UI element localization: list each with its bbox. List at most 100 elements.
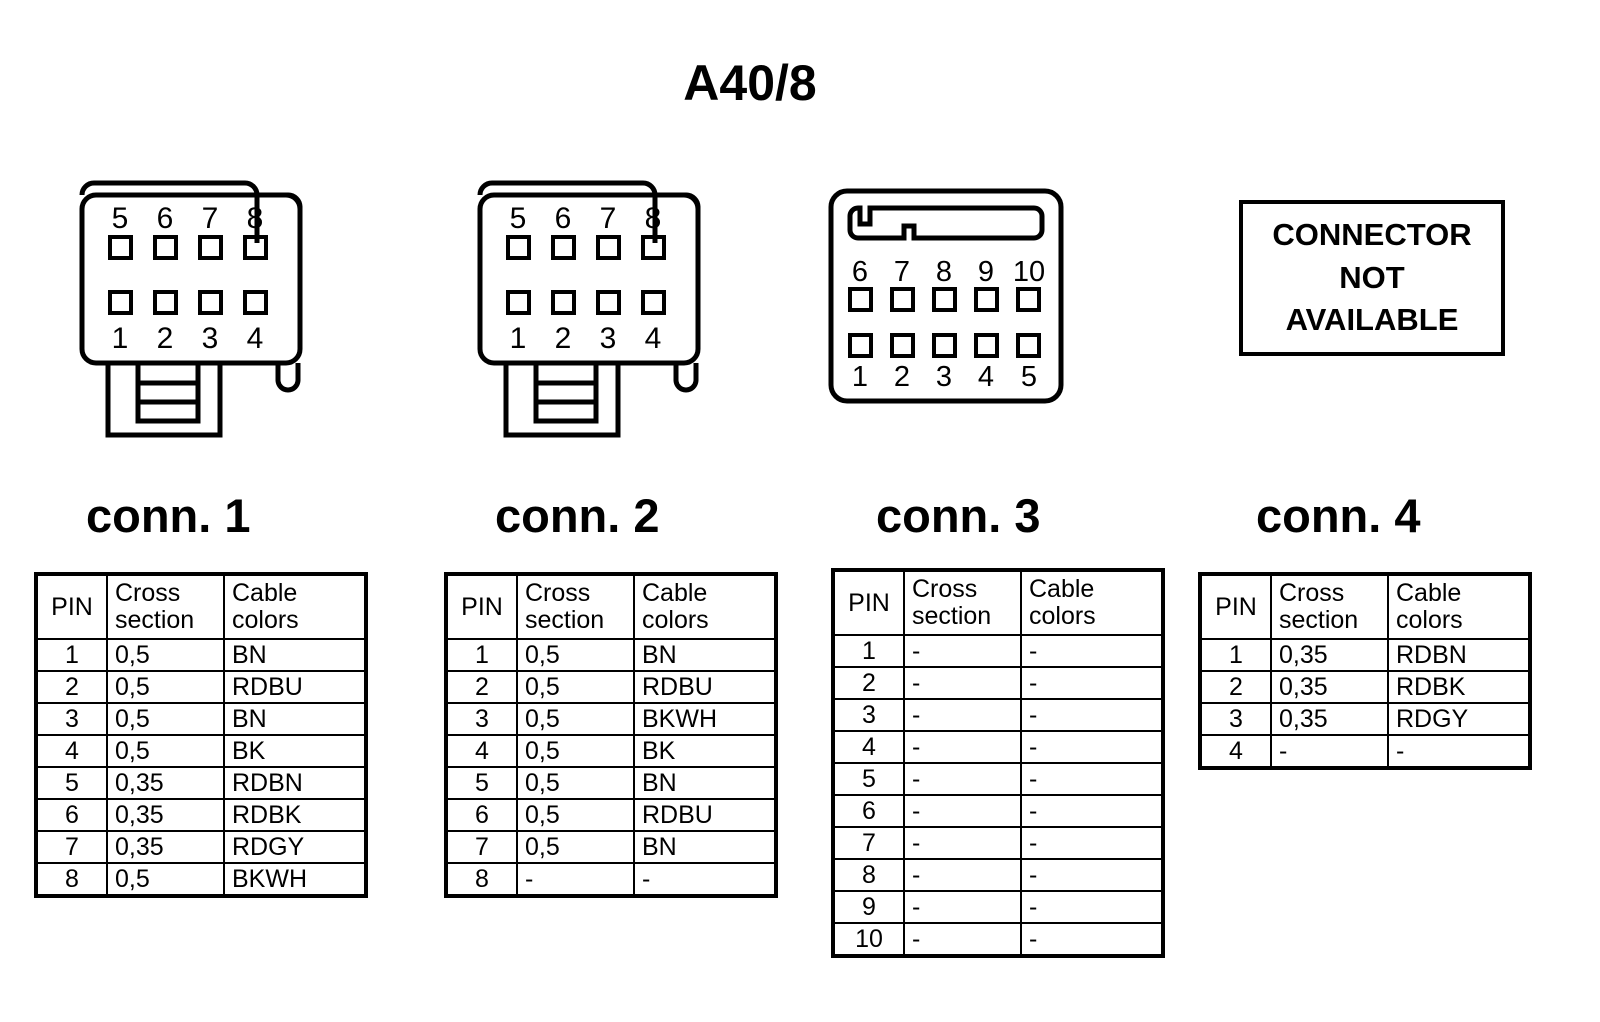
connector-2-label: conn. 2 — [495, 489, 660, 542]
table-row: 9-- — [833, 890, 1163, 924]
cell-cable-colors: - — [1387, 734, 1530, 768]
pin-number-6: 6 — [157, 202, 174, 235]
header-cross-line-2: section — [115, 606, 195, 634]
pin-number-10: 10 — [1013, 256, 1045, 288]
cell-pin: 2 — [446, 670, 518, 704]
table-row: 8-- — [833, 858, 1163, 892]
connector-1-label: conn. 1 — [86, 489, 251, 542]
cell-cross-section: 0,5 — [106, 734, 225, 768]
cell-cross-section: 0,5 — [106, 702, 225, 736]
header-cable-line-2: colors — [232, 606, 299, 634]
cell-pin: 4 — [1200, 734, 1272, 768]
cell-cross-section: 0,35 — [1270, 670, 1389, 704]
cell-cross-section: - — [903, 666, 1022, 700]
connector-1-diagram: 5 6 7 8 1 2 3 4 — [70, 165, 330, 455]
header-cable-line-1: Cable — [232, 579, 298, 607]
connector-3-svg: 6 7 8 9 10 1 2 3 4 5 — [828, 188, 1064, 404]
cell-cable-colors: BK — [223, 734, 366, 768]
cell-cable-colors: RDBK — [1387, 670, 1530, 704]
cna-line-3: AVAILABLE — [1285, 302, 1459, 338]
header-cable-colors: Cable colors — [633, 574, 776, 640]
cell-cross-section: - — [903, 762, 1022, 796]
pin-number-3: 3 — [600, 322, 617, 355]
table-row: 4-- — [1200, 734, 1530, 768]
table-row: 1-- — [833, 634, 1163, 668]
header-cable-colors: Cable colors — [1387, 574, 1530, 640]
cell-pin: 1 — [36, 638, 108, 672]
pin-number-5: 5 — [510, 202, 527, 235]
pin-table-body-3: 1--2--3--4--5--6--7--8--9--10-- — [833, 634, 1163, 956]
pin-number-7: 7 — [600, 202, 617, 235]
cell-cross-section: 0,5 — [106, 670, 225, 704]
cell-cross-section: 0,35 — [1270, 638, 1389, 672]
header-pin: PIN — [833, 570, 905, 636]
header-cable-line-1: Cable — [1396, 579, 1462, 607]
cell-cable-colors: - — [1020, 858, 1163, 892]
header-cable-line-2: colors — [1396, 606, 1463, 634]
cell-cable-colors: BN — [633, 830, 776, 864]
cell-cable-colors: BN — [633, 638, 776, 672]
pin-number-2: 2 — [894, 361, 910, 393]
cell-cable-colors: BN — [633, 766, 776, 800]
cna-line-1: CONNECTOR — [1272, 216, 1472, 252]
cell-cross-section: 0,5 — [516, 702, 635, 736]
cell-cross-section: - — [903, 730, 1022, 764]
cell-cross-section: - — [903, 922, 1022, 956]
pin-number-8: 8 — [936, 256, 952, 288]
header-cable-line-2: colors — [1029, 602, 1096, 630]
table-header-row: PIN Cross section Cable colors — [1200, 574, 1530, 640]
table-header-row: PIN Cross section Cable colors — [446, 574, 776, 640]
cell-cable-colors: RDBN — [223, 766, 366, 800]
cell-cable-colors: BK — [633, 734, 776, 768]
connector-3-diagram: 6 7 8 9 10 1 2 3 4 5 — [826, 186, 1066, 406]
cell-cross-section: 0,5 — [516, 670, 635, 704]
cell-cross-section: 0,35 — [106, 766, 225, 800]
connector-1-svg: 5 6 7 8 1 2 3 4 — [79, 180, 303, 438]
cell-pin: 4 — [446, 734, 518, 768]
table-row: 10-- — [833, 922, 1163, 956]
cell-cable-colors: - — [1020, 730, 1163, 764]
cell-cable-colors: - — [1020, 698, 1163, 732]
cell-cross-section: 0,5 — [106, 638, 225, 672]
header-cross-section: Cross section — [516, 574, 635, 640]
pin-number-8: 8 — [645, 202, 662, 235]
pin-number-3: 3 — [202, 322, 219, 355]
table-row: 6-- — [833, 794, 1163, 828]
cell-cross-section: 0,5 — [516, 830, 635, 864]
cell-cross-section: 0,35 — [106, 798, 225, 832]
header-pin: PIN — [36, 574, 108, 640]
cell-cross-section: 0,5 — [516, 766, 635, 800]
cell-cross-section: - — [903, 858, 1022, 892]
cell-cross-section: - — [903, 634, 1022, 668]
pin-number-2: 2 — [157, 322, 174, 355]
table-header-row: PIN Cross section Cable colors — [36, 574, 366, 640]
cell-cable-colors: RDGY — [1387, 702, 1530, 736]
cell-cable-colors: RDGY — [223, 830, 366, 864]
cell-cross-section: - — [903, 698, 1022, 732]
cell-pin: 10 — [833, 922, 905, 956]
cell-pin: 7 — [36, 830, 108, 864]
pin-number-5: 5 — [1021, 361, 1037, 393]
pin-number-8: 8 — [247, 202, 264, 235]
cell-pin: 6 — [833, 794, 905, 828]
table-row: 5-- — [833, 762, 1163, 796]
cell-cable-colors: - — [1020, 922, 1163, 956]
header-cable-colors: Cable colors — [223, 574, 366, 640]
cell-pin: 5 — [446, 766, 518, 800]
page-title: A40/8 — [683, 55, 817, 111]
table-row: 4-- — [833, 730, 1163, 764]
cell-cable-colors: - — [1020, 826, 1163, 860]
header-pin: PIN — [446, 574, 518, 640]
